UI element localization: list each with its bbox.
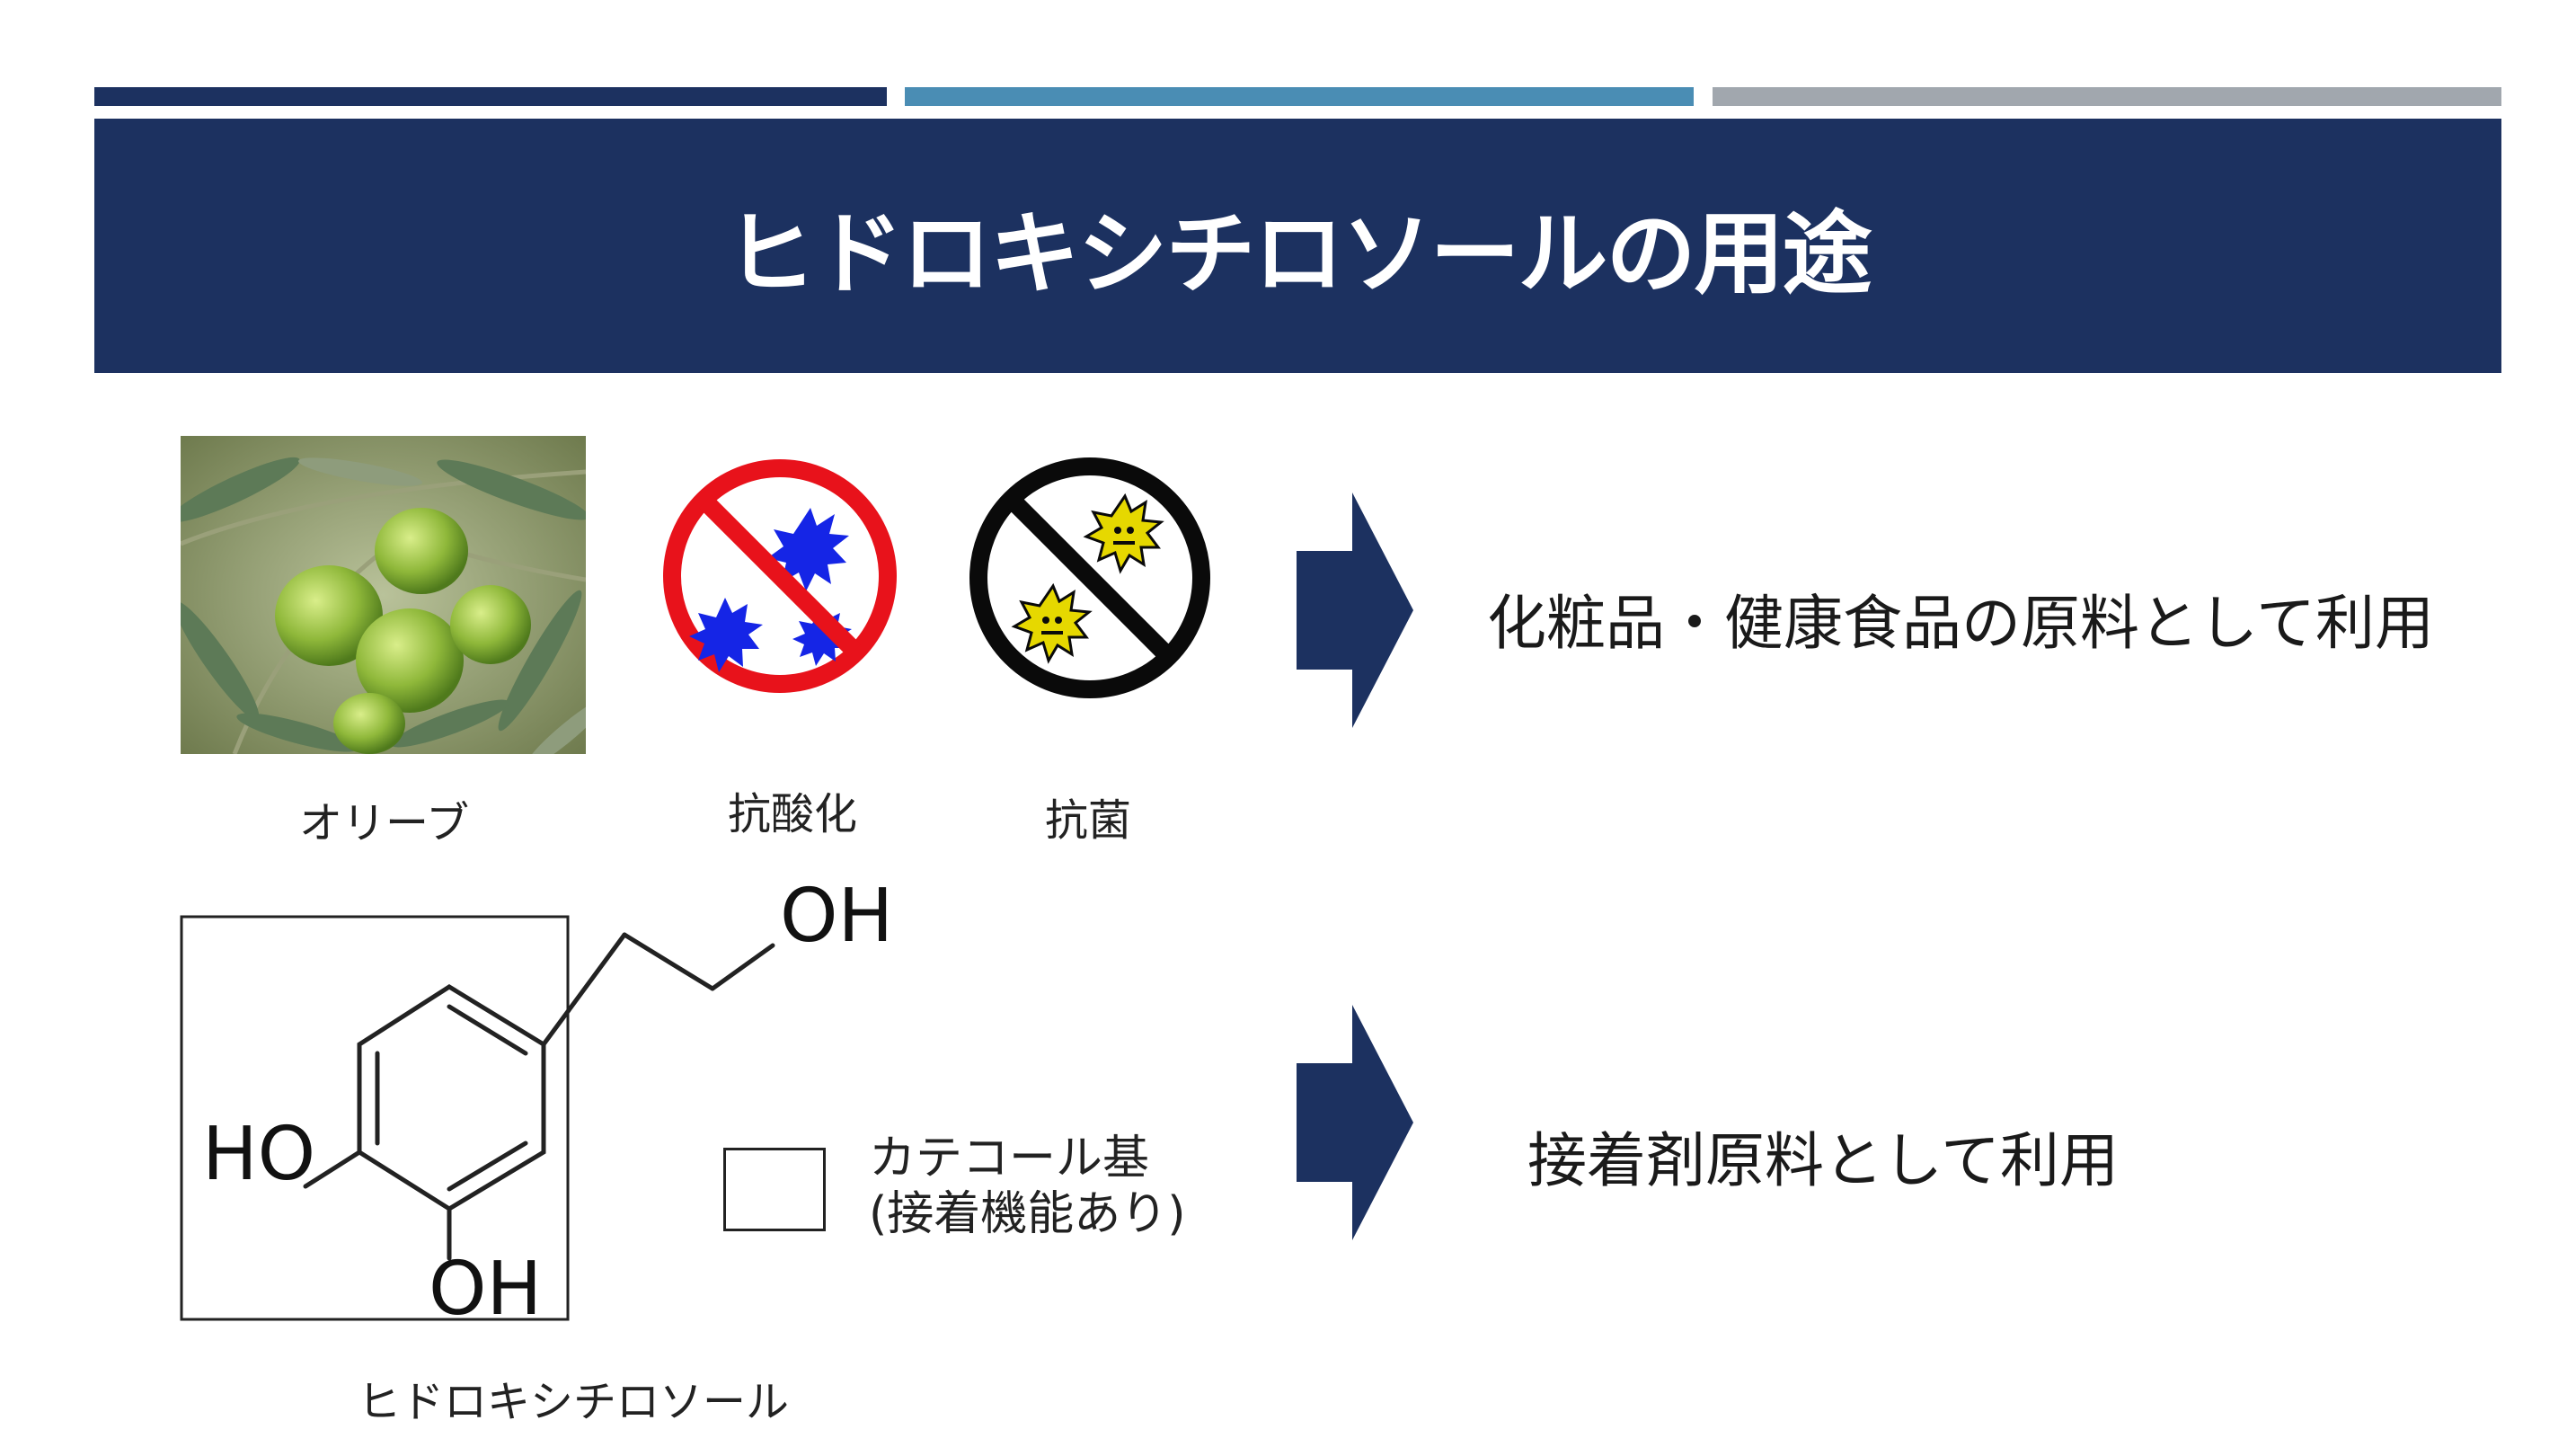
ho-left-label: HO bbox=[202, 1112, 315, 1197]
catechol-legend-text: カテコール基 (接着機能あり) bbox=[869, 1131, 1186, 1242]
top-accent-bar-teal bbox=[905, 87, 1694, 106]
antibacterial-no-symbol-icon bbox=[968, 456, 1212, 700]
adhesive-use-text: 接着剤原料として利用 bbox=[1527, 1126, 2120, 1195]
legend-line-2: (接着機能あり) bbox=[869, 1187, 1186, 1241]
top-accent-bar-gray bbox=[1713, 87, 2501, 106]
antioxidant-label: 抗酸化 bbox=[728, 789, 858, 839]
slide-title: ヒドロキシチロソールの用途 bbox=[725, 201, 1872, 306]
antibacterial-label: 抗菌 bbox=[1045, 795, 1132, 846]
top-accent-bar-navy bbox=[94, 87, 887, 106]
olive-label: オリーブ bbox=[299, 798, 470, 848]
molecule-name-label: ヒドロキシチロソール bbox=[358, 1377, 790, 1427]
olive-photo bbox=[169, 436, 609, 768]
oh-bottom-label: OH bbox=[429, 1247, 542, 1332]
antioxidant-no-symbol-icon bbox=[662, 458, 898, 694]
arrow-right-icon bbox=[1297, 493, 1413, 728]
catechol-legend-swatch bbox=[723, 1148, 826, 1231]
arrow-right-icon bbox=[1297, 1005, 1413, 1240]
legend-line-1: カテコール基 bbox=[869, 1132, 1150, 1185]
cosmetics-use-text: 化粧品・健康食品の原料として利用 bbox=[1487, 589, 2435, 658]
hydroxytyrosol-structure: OH HO OH bbox=[162, 874, 925, 1357]
title-band: ヒドロキシチロソールの用途 bbox=[94, 119, 2501, 373]
oh-top-label: OH bbox=[780, 881, 893, 959]
